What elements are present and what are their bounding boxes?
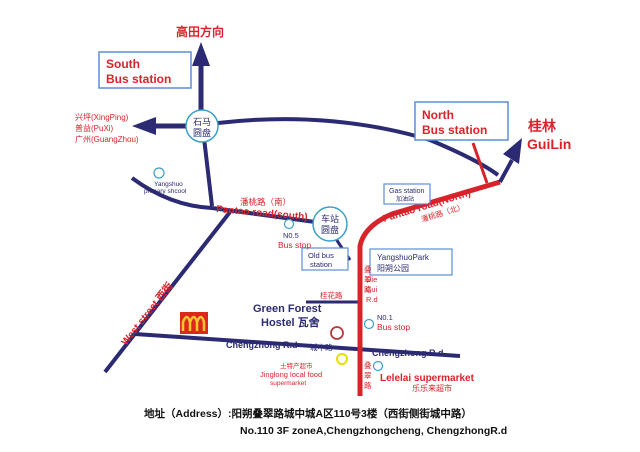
roundabout-shima-label2: 圆盘 [193, 127, 211, 138]
road-north-station-spur [471, 142, 489, 184]
school-label1: Yangshuo [154, 181, 183, 188]
road-school-curve [130, 176, 213, 210]
chengzhong-road-cn: 城中路 [310, 342, 333, 352]
road-pantao-north [357, 179, 501, 396]
no5-bus-stop-label: Bus stop [278, 240, 311, 250]
road-chengzhong [134, 332, 461, 358]
south-bus-station-label1: South [106, 57, 140, 71]
no1-bus-stop-label: Bus stop [377, 322, 410, 332]
gas-station-label1: Gas station [389, 188, 425, 195]
lelelai-marker [372, 360, 384, 372]
no1-label: N0.1 [377, 313, 393, 322]
south-bus-station-label2: Bus station [106, 72, 171, 86]
old-bus-station-box [301, 247, 349, 271]
old-bus-station-label2: station [310, 260, 332, 269]
diecui-cn-bottom-3: 路 [364, 380, 372, 390]
mcdonalds-icon [180, 312, 208, 334]
diecui-cn-top-3: 路 [364, 284, 372, 294]
diecui-cn-bottom-2: 翠 [364, 371, 372, 380]
roundabout-chezhan-label1: 车站 [321, 213, 339, 224]
no5-label: N0.5 [283, 231, 299, 240]
north-bus-station-box [414, 101, 509, 141]
arrow-north-gaotian [192, 42, 210, 66]
diecui-cn-bottom-1: 叠 [364, 361, 372, 370]
north-bus-station-label1: North [422, 108, 454, 122]
south-bus-station-box [98, 51, 192, 89]
lelelai-en: Lelelai supermarket [380, 373, 475, 384]
road-shima-to-station [202, 137, 214, 207]
address-line1: 地址（Address）:阳朔叠翠路城中城A区110号3楼（西街侧街城中路） [144, 407, 472, 420]
roundabout-shima [185, 109, 219, 143]
lelelai-cn: 乐乐来超市 [412, 383, 452, 393]
hostel-name-line2: Hostel 瓦舍 [261, 315, 321, 329]
diecui-cn-top-1: 叠 [364, 265, 372, 274]
arrow-northeast-guilin [503, 138, 522, 164]
no1-bus-stop-marker [363, 318, 375, 330]
diecui-en-1: Die [366, 275, 377, 284]
guihua-road-label: 桂花路 [320, 290, 343, 300]
diecui-cn-top-2: 翠 [364, 275, 372, 284]
road-arc-to-guilin [217, 117, 500, 177]
pantao-south-cn: 潘桃路（南） [240, 197, 291, 207]
north-bus-station-label2: Bus station [422, 123, 487, 137]
jinglong-line1: Jinglong local food [260, 370, 322, 379]
road-pantao-south [211, 206, 331, 226]
hostel-name-line1: Green Forest [253, 303, 322, 315]
gas-station-label2: 加油站 [396, 195, 414, 203]
jinglong-cn: 土特产超市 [280, 361, 313, 370]
jinglong-line2: supermarket [270, 380, 306, 387]
yangshuo-park-box [369, 248, 453, 276]
no5-bus-stop-marker [283, 218, 295, 230]
road-to-guilin [498, 159, 514, 183]
arrow-west-xingping [132, 117, 156, 135]
direction-gaotian: 高田方向 [176, 24, 224, 39]
gas-station-box [383, 183, 431, 205]
roundabout-chezhan-label2: 圆盘 [321, 224, 339, 235]
old-bus-station-label1: Old bus [308, 251, 334, 260]
chengzhong-road-right: Chengzhong R.d [372, 348, 444, 358]
yangshuo-park-label2: 阳朔公园 [377, 263, 409, 273]
direction-guangzhou: 广州(GuangZhou) [75, 134, 139, 144]
chengzhong-road-left: Chengzhong R.d [226, 340, 298, 350]
road-west-street [103, 210, 232, 374]
jinglong-marker [336, 353, 348, 365]
direction-guilin-en: GuiLin [527, 136, 571, 152]
hostel-marker [330, 326, 344, 340]
direction-xingping: 兴坪(XingPing) [75, 113, 129, 122]
address-line2: No.110 3F zoneA,Chengzhongcheng, Chengzh… [240, 425, 507, 437]
school-marker [153, 167, 165, 179]
school-label2: primary shcool [144, 188, 187, 195]
yangshuo-park-label1: YangshuoPark [377, 253, 430, 262]
diecui-en-3: R.d [366, 295, 378, 304]
diecui-en-2: Cui [366, 285, 378, 294]
roundabout-chezhan [312, 206, 348, 242]
direction-puxi: 普益(PuXi) [75, 123, 114, 133]
roundabout-shima-label1: 石马 [193, 117, 211, 127]
direction-guilin-cn: 桂林 [527, 118, 556, 134]
